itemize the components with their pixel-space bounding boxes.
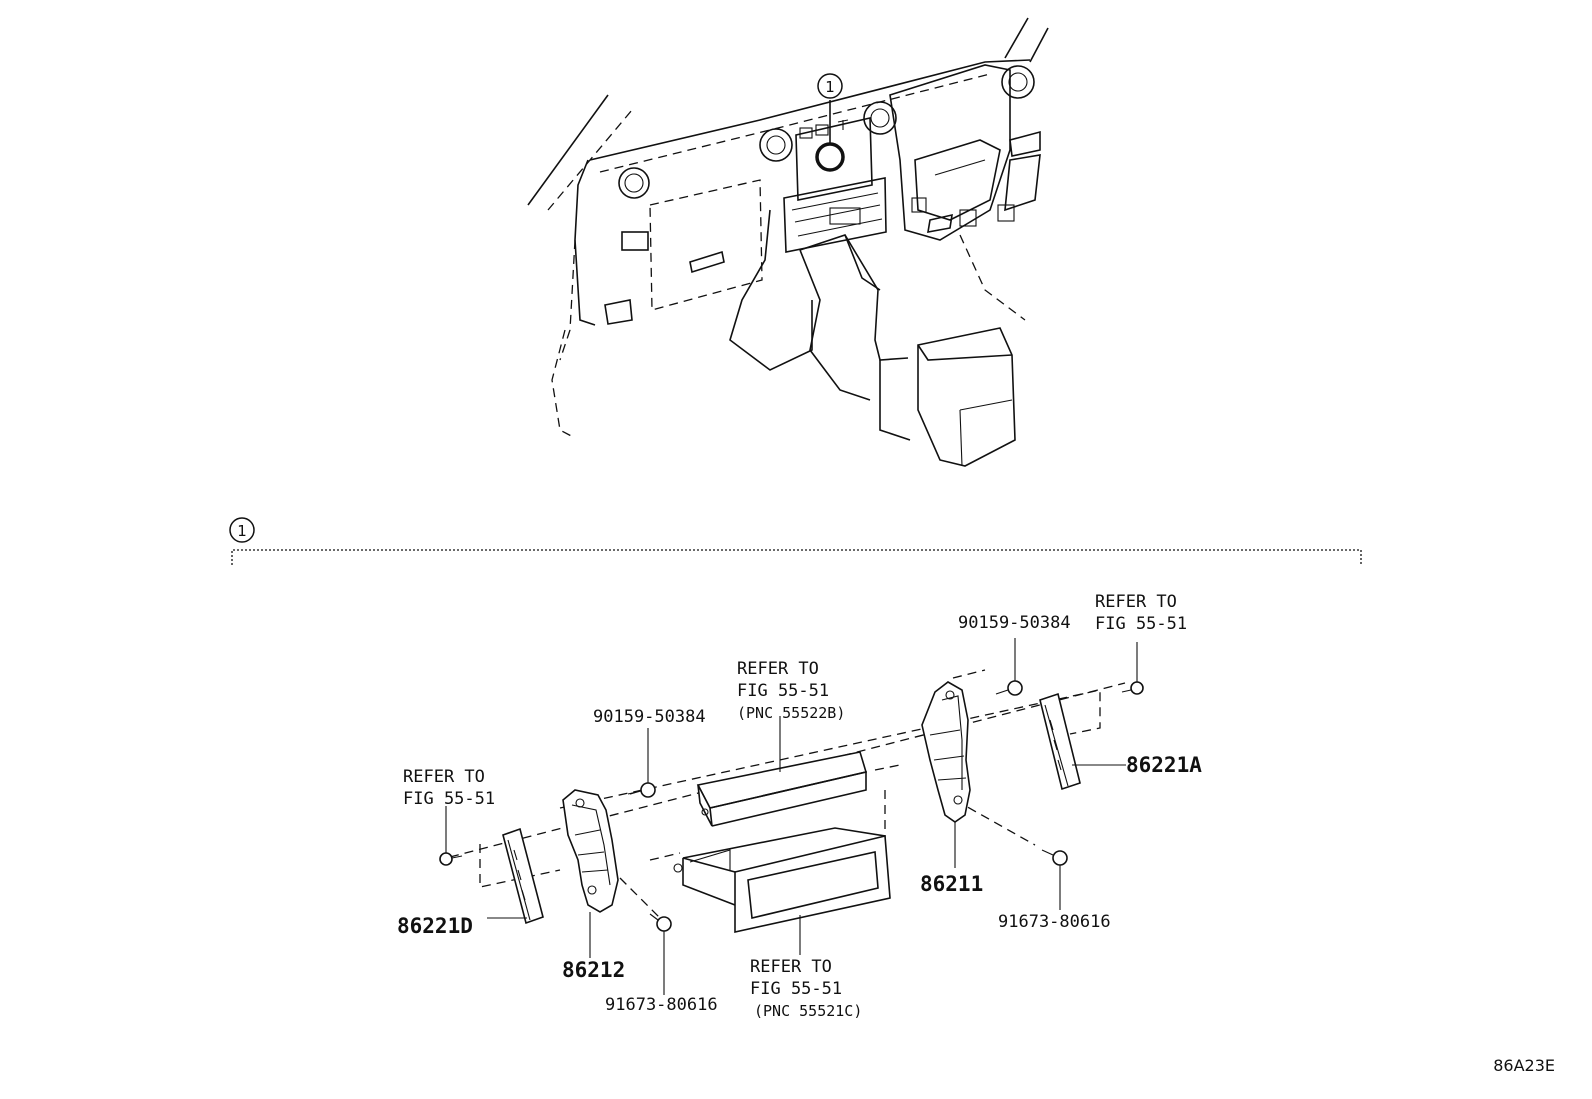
refer-bottom-line1: REFER TO (750, 957, 832, 977)
bolt-right-label: 90159-50384 (958, 613, 1071, 633)
refer-bottom-line3: (PNC 55521C) (754, 1002, 862, 1020)
callout-marker-top: 1 (817, 73, 843, 99)
bolt-left-label: 90159-50384 (593, 707, 706, 727)
svg-text:1: 1 (237, 522, 247, 540)
pocket-top-55522B (696, 751, 868, 827)
part-86211-bracket (921, 681, 971, 823)
figure-id: 86A23E (1493, 1056, 1555, 1075)
refer-bottom-line2: FIG 55-51 (750, 979, 842, 999)
refer-right-line2: FIG 55-51 (1095, 614, 1187, 634)
part-86221D-label: 86221D (397, 914, 473, 938)
part-86221D-trim-strip (502, 827, 544, 925)
refer-top-line1: REFER TO (737, 659, 819, 679)
dashboard-overview (527, 17, 1049, 467)
part-86211-label: 86211 (920, 872, 983, 896)
labels: REFER TO FIG 55-51 90159-50384 REFER TO … (397, 592, 1555, 1075)
part-86221A-label: 86221A (1126, 753, 1202, 777)
pocket-bottom-55521C (673, 827, 891, 933)
screw-right-label: 91673-80616 (998, 912, 1111, 932)
exploded-assembly (439, 638, 1144, 995)
refer-right-line1: REFER TO (1095, 592, 1177, 612)
section-1-header: 1 (229, 517, 1362, 565)
bolt-90159-right (995, 680, 1023, 696)
screw-91673-right (1041, 849, 1068, 866)
refer-top-line2: FIG 55-51 (737, 681, 829, 701)
svg-text:1: 1 (825, 78, 835, 96)
refer-top-line3: (PNC 55522B) (737, 704, 845, 722)
screw-91673-left (649, 913, 672, 932)
bolt-right-refer (1121, 681, 1144, 695)
part-86221A-trim-strip (1039, 692, 1081, 791)
screw-left-label: 91673-80616 (605, 995, 718, 1015)
part-86212-bracket (562, 789, 619, 913)
refer-left-line1: REFER TO (403, 767, 485, 787)
refer-left-line2: FIG 55-51 (403, 789, 495, 809)
part-86212-label: 86212 (562, 958, 625, 982)
bolt-90159-left (627, 782, 656, 798)
